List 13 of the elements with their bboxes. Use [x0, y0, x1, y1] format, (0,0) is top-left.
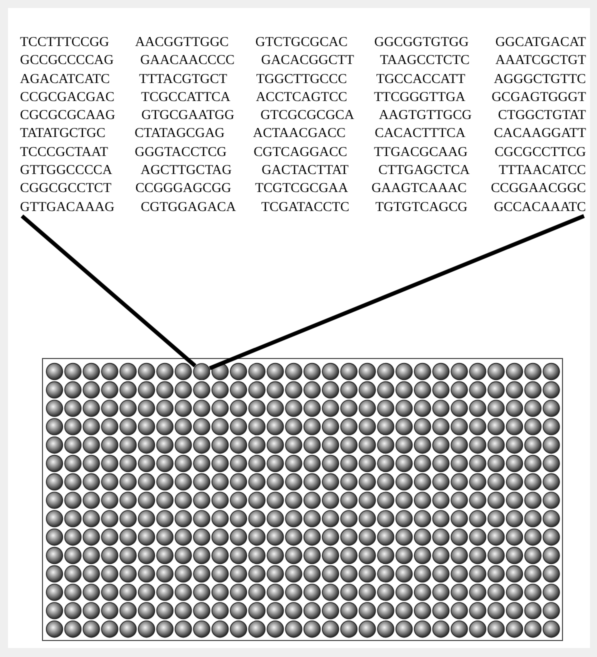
dna-sequence-line: GTTGACAAAG CGTGGAGACA TCGATACCTC TGTGTCAGCG GCCACAAATC — [20, 198, 586, 216]
array-spot — [193, 362, 210, 380]
dna-sequence-line: CGCGCGCAAG GTGCGAATGG GTCGCGCGCA AAGTGTTGCG CTGGCTGTAT — [20, 106, 586, 124]
leader-line — [209, 214, 585, 370]
dna-sequence-line: AGACATCATC TTTACGTGCT TGGCTTGCCC TGCCACCATT AGGGCTGTTC — [20, 70, 586, 88]
dna-sequence-line: TCCTTTCCGG AACGGTTGGC GTCTGCGCAC GGCGGTGTGG GGCATGACAT — [20, 33, 586, 51]
dna-sequence-line: GTTGGCCCCA AGCTTGCTAG GACTACTTAT CTTGAGCTCA TTTAACATCC — [20, 161, 586, 180]
leader-line — [20, 214, 196, 368]
dna-sequence-line: TATATGCTGC CTATAGCGAG ACTAACGACC CACACTTTCA CACAAGGATT — [20, 124, 586, 142]
dna-sequence-line: GCCGCCCCAG GAACAACCCC GACACGGCTT TAAGCCTCTC AAATCGCTGT — [20, 51, 586, 70]
dna-sequence-line: CCGCGACGAC TCGCCATTCA ACCTCAGTCC TTCGGGTTGA GCGAGTGGGT — [20, 88, 586, 106]
dna-sequence-line: CGGCGCCTCT CCGGGAGCGG TCGTCGCGAA GAAGTCAAAC CCGGAACGGC — [20, 179, 586, 198]
dna-sequence-line: TCCCGCTAAT GGGTACCTCG CGTCAGGACC TTGACGCAAG CGCGCCTTCG — [20, 142, 586, 161]
